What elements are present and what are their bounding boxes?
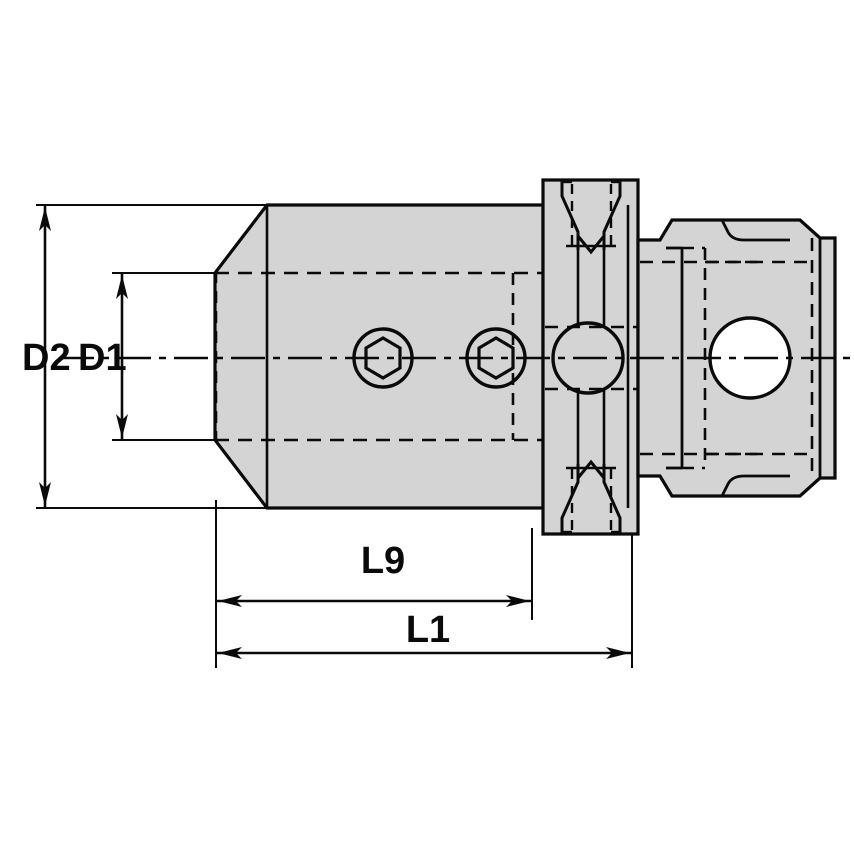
dimension-d2 <box>39 205 51 508</box>
dim-l9-arrow-left <box>218 595 242 607</box>
groove-bottom-left-wall <box>560 464 580 534</box>
dimension-l9 <box>216 595 532 607</box>
sleeve-body-outline <box>213 203 545 510</box>
flange-bore-hidden-lines <box>545 325 640 391</box>
shoulder-fillet-bottom <box>720 474 790 497</box>
groove-bottom-right-wall <box>602 464 622 534</box>
dim-l9-arrow-right <box>506 595 530 607</box>
sleeve-bore-hidden-lines <box>215 271 545 442</box>
screw-2-hex-socket <box>477 336 515 380</box>
groove-bottom-v-notch <box>576 459 606 479</box>
groove-top-v-notch <box>576 235 606 255</box>
shank-corner-bottom <box>799 476 821 498</box>
dim-l1-arrow-left <box>218 647 242 659</box>
dimension-label-l1: L1 <box>406 609 450 651</box>
dim-d1-arrow-top <box>116 275 128 299</box>
groove-top-right-wall <box>602 180 622 250</box>
dimension-l1 <box>216 647 632 659</box>
dim-l1-arrow-right <box>606 647 630 659</box>
flange-groove-top <box>560 180 622 255</box>
shank-shoulder-hidden <box>705 260 760 456</box>
dimension-label-d1: D1 <box>78 337 127 379</box>
dim-d1-arrow-bottom <box>116 414 128 438</box>
dimension-label-l9: L9 <box>361 540 405 582</box>
shank-corner-top <box>799 218 821 240</box>
screw-1-hex-socket <box>364 336 402 380</box>
dimension-d1 <box>116 273 128 440</box>
dimension-label-d2: D2 <box>22 337 71 379</box>
flange-groove-bottom <box>560 459 622 534</box>
dim-d2-arrow-top <box>39 207 51 231</box>
extension-lines <box>36 204 633 668</box>
shank-shoulder-visible <box>720 219 790 497</box>
groove-top-left-wall <box>560 180 580 250</box>
shoulder-fillet-top <box>720 219 790 242</box>
dim-d2-arrow-bottom <box>39 482 51 506</box>
